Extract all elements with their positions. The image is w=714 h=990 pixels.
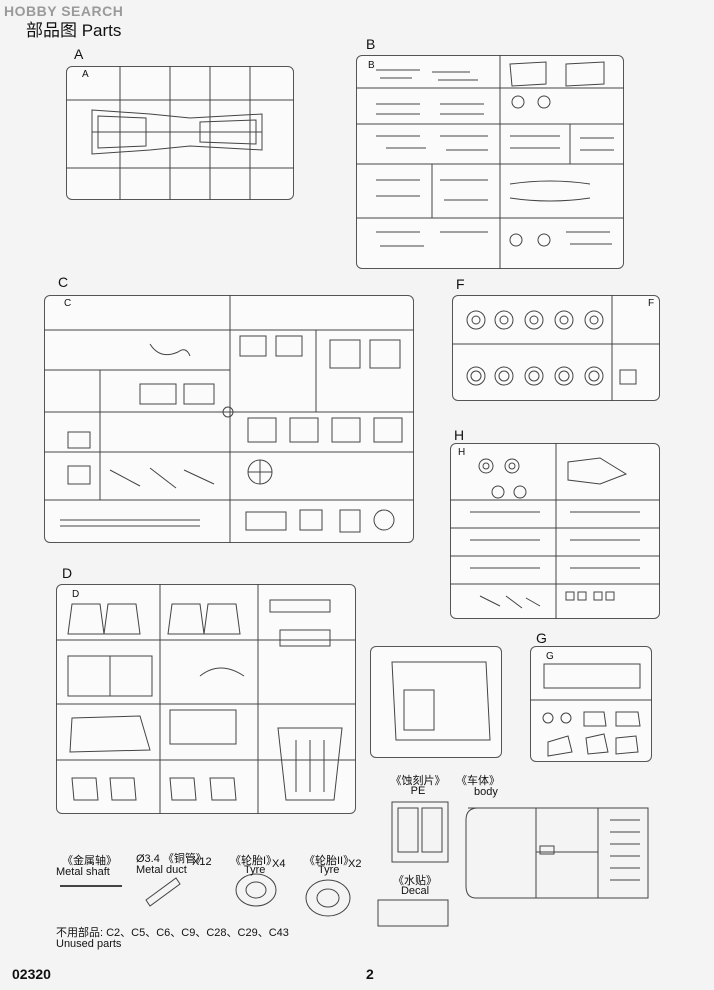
tyre2-label-cn: 《轮胎II》 [304,855,355,867]
sprue-label-b: B [366,36,376,52]
sprue-g-frame [530,646,652,762]
body-bed [465,807,649,899]
tyre2-qty: X2 [348,858,362,870]
sprue-b-parts [356,55,624,269]
kit-code: 02320 [12,966,51,982]
sprue-a-chassis [66,66,294,200]
tag-a: A [82,69,89,80]
sprue-label-f: F [456,276,465,292]
tag-f: F [648,298,655,309]
watermark-logo: HOBBY SEARCH [4,3,124,19]
decal-label-en: Decal [400,885,430,897]
metal-duct-qty: X12 [192,856,212,868]
tag-g: G [546,651,554,662]
metal-duct-label-cn: Ø3.4 《铜管》 [136,853,207,865]
tag-d: D [72,589,80,600]
page-title: 部品图 Parts [26,21,122,40]
unused-parts-cn: 不用部品: C2、C5、C6、C9、C28、C29、C43 [56,927,289,939]
tyre1-drawing [235,873,277,907]
sprue-label-g: G [536,630,547,646]
decal-label-cn: 《水贴》 [393,875,437,887]
sprue-c-frame [44,295,414,543]
pe-label-cn: 《蚀刻片》 [390,775,446,787]
metal-duct-label-en: Metal duct [136,864,187,876]
pe-label-en: PE [410,785,426,797]
sprue-g-parts [530,663,652,757]
tag-b: B [368,60,375,71]
pe-fret [391,801,449,863]
tag-c: C [64,298,72,309]
sprue-d-cab-roof [391,661,491,741]
tag-h: H [458,447,466,458]
sprue-d-panels [56,584,356,814]
sprue-h-parts [450,443,660,619]
metal-shaft-label-en: Metal shaft [56,866,110,878]
tyre1-qty: X4 [272,858,286,870]
sprue-label-c: C [58,274,69,290]
sprue-label-h: H [454,427,465,443]
sprue-label-a: A [74,46,84,62]
metal-shaft-label-cn: 《金属轴》 [62,855,117,867]
sprue-label-d: D [62,565,73,581]
sprue-b-frame [356,55,624,269]
sprue-c-parts [44,295,414,543]
page-number: 2 [366,966,374,982]
tyre1-label-en: Tyre [244,864,266,876]
unused-parts-en: Unused parts [56,938,122,950]
sprue-f-wheels [452,295,660,401]
body-label-cn: 《车体》 [456,775,500,787]
body-label-en: body [474,786,498,798]
tyre2-label-en: Tyre [318,864,340,876]
sprue-h-frame [450,443,660,619]
metal-duct-drawing [145,877,181,907]
tyre2-drawing [305,879,351,917]
decal-sheet-drawing [377,899,449,927]
sprue-f-frame [452,295,660,401]
tyre1-label-cn: 《轮胎I》 [230,855,278,867]
